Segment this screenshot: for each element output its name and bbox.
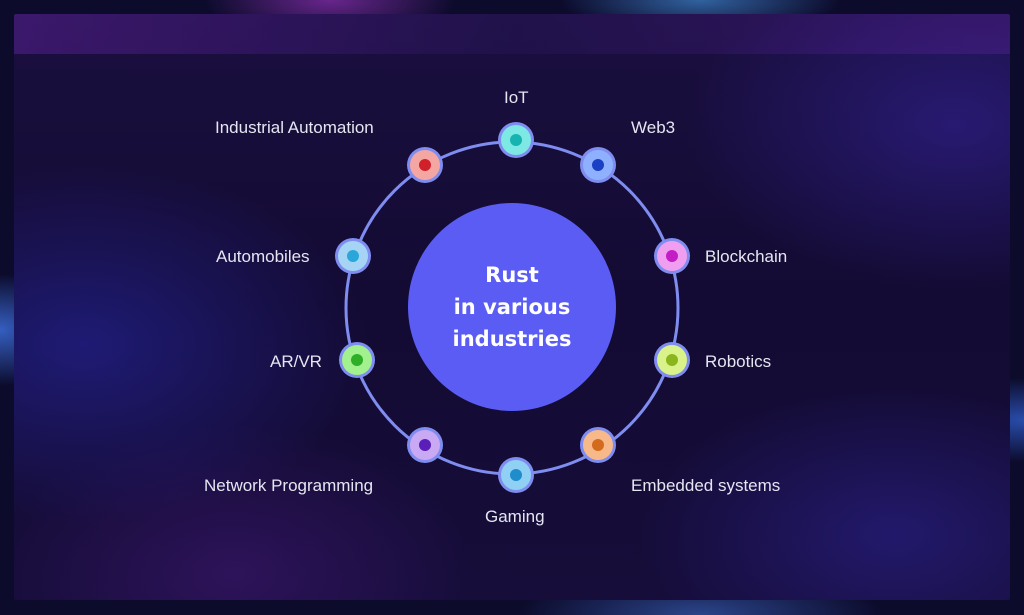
node-web3 [583, 150, 613, 180]
label-iot: IoT [504, 88, 529, 107]
node-automobiles-dot [347, 250, 359, 262]
node-robotics-dot [666, 354, 678, 366]
label-industrial-automation: Industrial Automation [215, 118, 374, 137]
node-industrial-automation-dot [419, 159, 431, 171]
node-network-programming-dot [419, 439, 431, 451]
node-robotics [657, 345, 687, 375]
node-gaming-dot [510, 469, 522, 481]
node-ar-vr-dot [351, 354, 363, 366]
label-web3: Web3 [631, 118, 676, 137]
diagram-panel [14, 14, 1010, 600]
node-blockchain [657, 241, 687, 271]
label-ar-vr: AR/VR [270, 352, 322, 371]
hub-title-line-2: in various [453, 295, 571, 319]
node-industrial-automation [410, 150, 440, 180]
center-hub: Rust in various industries [408, 203, 616, 411]
node-ar-vr [342, 345, 372, 375]
label-embedded-systems: Embedded systems [631, 476, 781, 495]
hub-title-line-3: industries [452, 327, 572, 351]
label-gaming: Gaming [485, 507, 545, 526]
node-embedded-systems-dot [592, 439, 604, 451]
label-blockchain: Blockchain [705, 247, 788, 266]
node-network-programming [410, 430, 440, 460]
node-blockchain-dot [666, 250, 678, 262]
node-embedded-systems [583, 430, 613, 460]
node-iot [501, 125, 531, 155]
node-automobiles [338, 241, 368, 271]
panel-glow [14, 14, 1010, 54]
node-gaming [501, 460, 531, 490]
node-web3-dot [592, 159, 604, 171]
label-network-programming: Network Programming [204, 476, 374, 495]
hub-title-line-1: Rust [485, 263, 539, 287]
label-automobiles: Automobiles [216, 247, 310, 266]
label-robotics: Robotics [705, 352, 772, 371]
node-iot-dot [510, 134, 522, 146]
